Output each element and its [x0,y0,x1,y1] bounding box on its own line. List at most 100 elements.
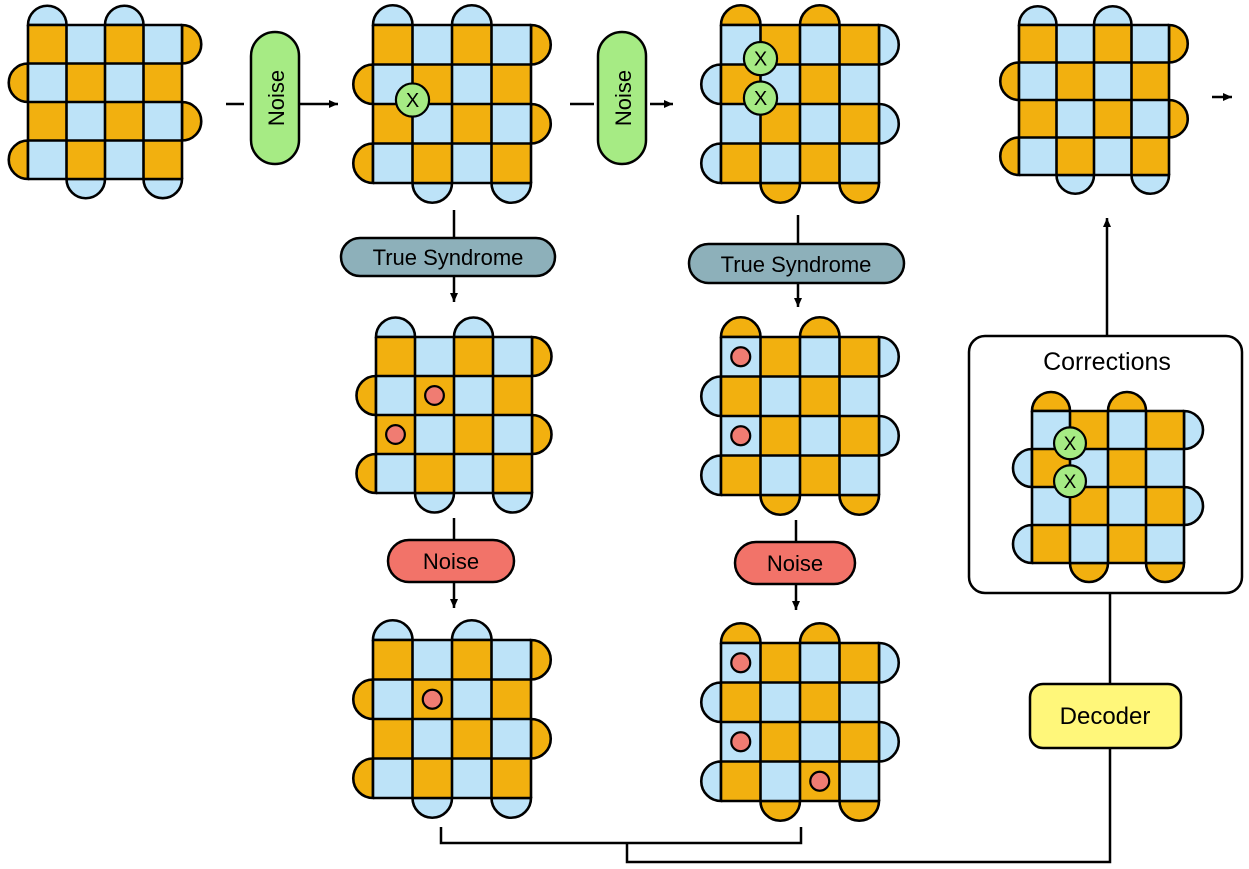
plaquette [1146,487,1184,525]
plaquette [1056,100,1094,138]
boundary-stabilizer-bottom [65,177,107,200]
plaquette [454,415,493,454]
boundary-stabilizer-top [1017,5,1058,27]
plaquette [452,143,492,183]
plaquette [376,376,415,415]
boundary-stabilizer-left [355,374,378,417]
code-lattice-d3 [999,5,1189,195]
boundary-stabilizer-right [529,23,552,66]
plaquette [491,758,531,798]
plaquette [839,376,879,416]
boundary-stabilizer-top [452,316,495,339]
boundary-stabilizer-bottom [1055,173,1096,195]
plaquette [839,682,879,722]
boundary-stabilizer-top [450,619,493,642]
plaquette [452,679,492,719]
plaquette [454,454,493,493]
plaquette [491,104,531,144]
noise-pill-data-1-label: Noise [264,70,289,126]
plaquette [105,25,144,64]
plaquette [452,719,492,759]
error-marker-label: X [406,90,419,112]
plaquette [760,416,800,456]
boundary-stabilizer-bottom [838,181,881,204]
plaquette [1094,137,1132,175]
boundary-stabilizer-bottom [759,181,802,204]
plaquette [1019,25,1057,63]
plaquette [1131,137,1169,175]
error-marker-circle [742,40,779,77]
plaquette [1019,62,1057,100]
plaquette [66,102,105,141]
syndrome-defect-marker [421,688,443,710]
boundary-stabilizer-right [180,100,203,142]
syndrome-defect-marker [730,425,752,447]
plaquette [373,143,413,183]
plaquette [1108,487,1146,525]
plaquette [839,143,879,183]
plaquette [493,415,532,454]
boundary-stabilizer-right [1182,485,1205,527]
plaquette [66,140,105,179]
plaquette [491,640,531,680]
boundary-stabilizer-left [352,63,375,106]
boundary-stabilizer-right [877,335,900,378]
plaquette [839,104,879,144]
plaquette [66,63,105,102]
plaquette [143,63,182,102]
boundary-stabilizer-bottom [759,493,802,516]
plaquette [493,337,532,376]
plaquette [1056,62,1094,100]
plaquette [721,761,761,801]
boundary-stabilizer-top [26,4,68,27]
plaquette [491,25,531,65]
plaquette [28,102,67,141]
boundary-stabilizer-right [877,720,900,763]
plaquette [1131,25,1169,63]
code-lattice-m1 [352,619,552,819]
boundary-stabilizer-left [7,62,30,104]
error-marker-label: X [1064,472,1077,493]
plaquette [105,63,144,102]
plaquette [491,64,531,104]
plaquette [143,25,182,64]
boundary-stabilizer-top [450,4,493,27]
boundary-stabilizer-left [700,375,723,418]
plaquette [1056,25,1094,63]
plaquette [800,376,840,416]
plaquette [412,758,452,798]
plaquette [1056,137,1094,175]
plaquette [1108,411,1146,449]
plaquette [800,104,840,144]
boundary-stabilizer-left [999,61,1021,102]
boundary-stabilizer-bottom [411,796,454,819]
syndrome-defect-marker [730,346,752,368]
boundary-stabilizer-right [1167,98,1189,139]
syndrome-defect-marker [809,770,831,792]
boundary-stabilizer-top [371,619,414,642]
noise-pill-measurement-1-label: Noise [423,549,479,574]
syndrome-defect-marker [385,424,406,445]
boundary-stabilizer-top [719,316,762,339]
plaquette [1070,525,1108,563]
boundary-stabilizer-left [355,452,378,495]
plaquette [1108,449,1146,487]
plaquette [373,679,413,719]
plaquette [491,679,531,719]
boundary-stabilizer-top [1030,390,1072,413]
plaquette [760,143,800,183]
plaquette [105,102,144,141]
plaquette [1146,411,1184,449]
boundary-stabilizer-right [530,413,553,456]
code-lattice-m2 [700,622,900,822]
boundary-stabilizer-left [352,757,375,800]
syndrome-defect-marker [730,652,752,674]
code-lattice-d1: X [352,4,552,204]
plaquette [1108,525,1146,563]
syndrome-bracket [439,827,803,845]
code-lattice-d2: XX [700,4,900,204]
noise-pill-measurement-1: Noise [386,538,516,584]
boundary-stabilizer-top [719,622,762,645]
